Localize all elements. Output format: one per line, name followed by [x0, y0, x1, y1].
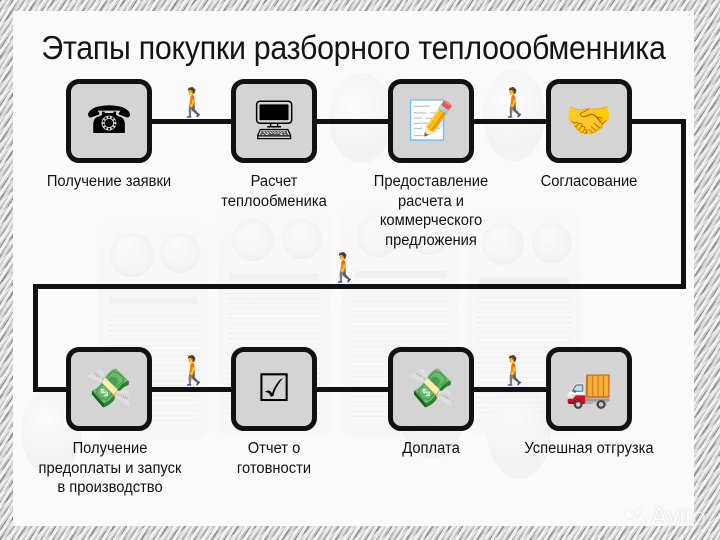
memo-pencil-icon: 📝 — [407, 100, 455, 142]
avito-watermark: Avito — [624, 503, 706, 531]
delivery-truck-icon: 🚚 — [565, 368, 613, 410]
step-label-3: Предоставление расчета и коммерческого п… — [373, 173, 489, 249]
connector-return-horizontal — [33, 284, 686, 289]
connector-7-8 — [474, 387, 546, 392]
money-with-wings-icon: 💸 — [407, 368, 455, 410]
connector-6-7 — [316, 387, 388, 392]
step-label-6: Отчет о готовности — [236, 440, 312, 477]
money-with-wings-icon: 💸 — [85, 368, 133, 410]
connector-1-2 — [151, 119, 233, 124]
walker-icon-1: 🚶 — [176, 87, 211, 118]
step-box-1[interactable]: ☎ — [66, 79, 152, 163]
step-label-1: Получение заявки — [46, 173, 172, 190]
monitor-icon: 🖥 — [249, 100, 299, 142]
step-box-8[interactable]: 🚚 — [546, 347, 632, 431]
avito-dots-icon — [624, 508, 647, 527]
step-box-6[interactable]: ☑ — [231, 347, 317, 431]
connector-wrap-down — [681, 119, 686, 289]
step-label-2: Расчет теплообменика — [221, 173, 327, 210]
step-box-3[interactable]: 📝 — [388, 79, 474, 163]
ghost-blob-1 — [329, 73, 393, 163]
step-box-7[interactable]: 💸 — [388, 347, 474, 431]
ballot-box-check-icon: ☑ — [256, 368, 292, 410]
ghost-blob-2 — [483, 69, 545, 161]
ghost-blob-4 — [487, 383, 551, 479]
step-label-8: Успешная отгрузка — [524, 440, 654, 457]
step-label-4: Согласование — [540, 173, 638, 190]
walker-icon-4: 🚶 — [176, 355, 211, 386]
step-box-2[interactable]: 🖥 — [231, 79, 317, 163]
handshake-icon: 🤝 — [565, 100, 613, 142]
step-box-5[interactable]: 💸 — [66, 347, 152, 431]
page-title: Этапы покупки разборного теплоообменника — [41, 29, 666, 66]
step-label-5: Получение предоплаты и запуск в производ… — [38, 440, 182, 496]
walker-icon-5: 🚶 — [497, 355, 532, 386]
connector-into-step-5 — [33, 387, 71, 392]
avito-watermark-text: Avito — [650, 503, 706, 531]
walker-icon-2: 🚶 — [497, 87, 532, 118]
step-label-7: Доплата — [402, 440, 460, 457]
infographic-card: Этапы покупки разборного теплоообменника… — [13, 11, 694, 526]
telephone-icon: ☎ — [85, 100, 133, 142]
connector-5-6 — [151, 387, 233, 392]
ghost-product-1 — [98, 223, 208, 438]
connector-3-4 — [474, 119, 546, 124]
connector-wrap-left-down — [33, 284, 38, 392]
connector-2-3 — [316, 119, 388, 124]
connector-4-wrap-right — [632, 119, 686, 124]
step-box-4[interactable]: 🤝 — [546, 79, 632, 163]
walker-icon-3: 🚶 — [327, 252, 362, 283]
